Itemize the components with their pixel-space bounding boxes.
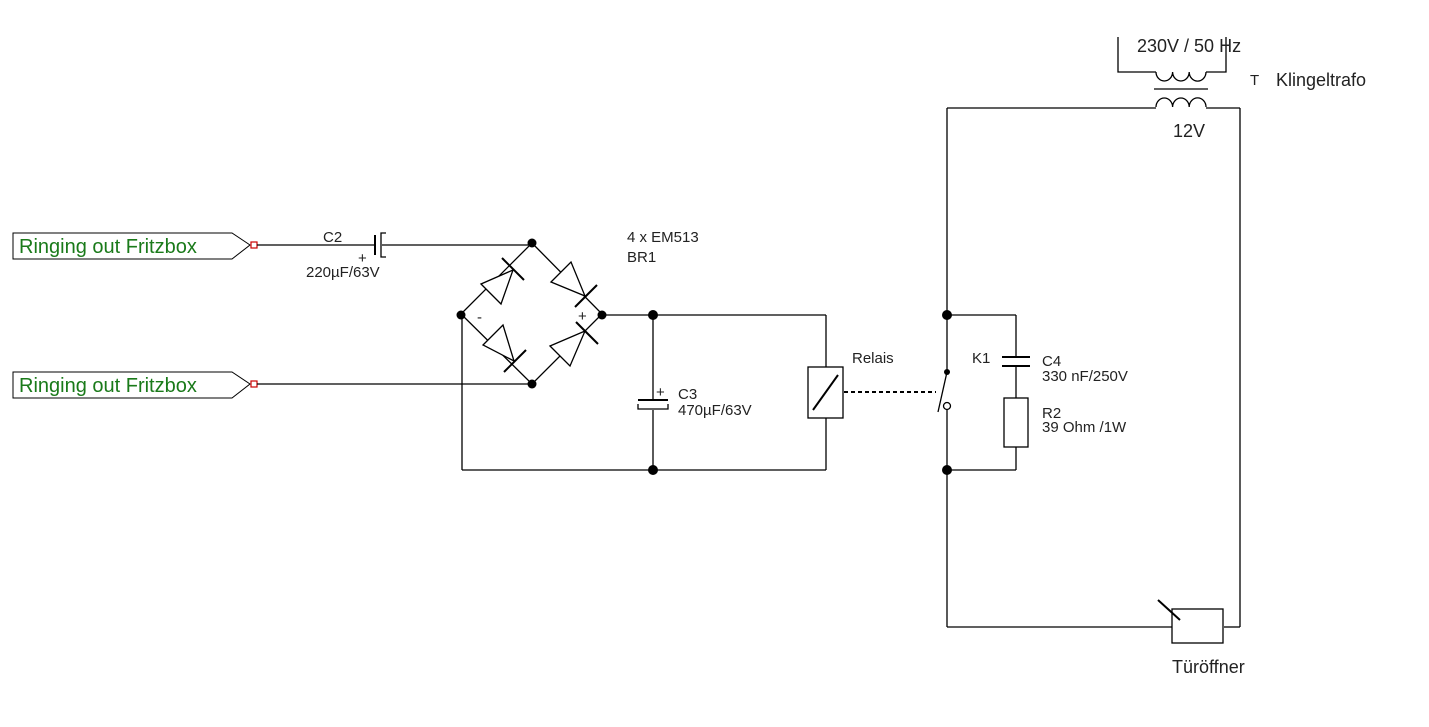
k1-name: K1 xyxy=(972,350,990,367)
port-bottom-terminal xyxy=(250,380,258,388)
br1-type: 4 x EM513 xyxy=(627,229,699,246)
port-top: Ringing out Fritzbox xyxy=(12,232,258,260)
secondary-loop xyxy=(947,107,1241,628)
transformer-name: Klingeltrafo xyxy=(1276,70,1366,90)
relay-label: Relais xyxy=(852,350,894,367)
br1-minus: - xyxy=(477,309,482,326)
dc-wiring xyxy=(461,314,827,471)
br1-name: BR1 xyxy=(627,249,656,266)
transformer: 230V / 50 Hz T Klingeltrafo 12V xyxy=(1117,36,1366,141)
port-bottom-label: Ringing out Fritzbox xyxy=(19,375,197,397)
transformer-secondary: 12V xyxy=(1173,121,1205,141)
junction-dots xyxy=(456,238,952,475)
port-bottom: Ringing out Fritzbox xyxy=(12,371,258,399)
c3-value: 470µF/63V xyxy=(678,402,752,419)
capacitor-c4: C4 330 nF/250V xyxy=(1002,315,1128,398)
r2-name: R2 xyxy=(1042,405,1061,422)
transformer-primary: 230V / 50 Hz xyxy=(1137,36,1241,56)
c4-value: 330 nF/250V xyxy=(1042,368,1128,385)
port-top-label: Ringing out Fritzbox xyxy=(19,236,197,258)
door-opener-label: Türöffner xyxy=(1172,657,1245,677)
br1-plus: + xyxy=(578,308,587,325)
capacitor-c3: + C3 470µF/63V xyxy=(637,384,752,419)
port-top-terminal xyxy=(250,241,258,249)
relay-contact-k1: K1 xyxy=(937,108,1016,627)
transformer-designator: T xyxy=(1250,72,1259,89)
c2-value: 220µF/63V xyxy=(306,264,380,281)
capacitor-c2: C2 + 220µF/63V xyxy=(257,229,532,281)
c3-name: C3 xyxy=(678,386,697,403)
c2-name: C2 xyxy=(323,229,342,246)
c4-name: C4 xyxy=(1042,353,1061,370)
c3-polarity: + xyxy=(656,384,665,401)
c2-polarity: + xyxy=(358,250,367,267)
door-opener: Türöffner xyxy=(1157,599,1245,677)
r2-value: 39 Ohm /1W xyxy=(1042,419,1127,436)
resistor-r2: R2 39 Ohm /1W xyxy=(1003,397,1127,470)
relay-coil: Relais xyxy=(807,350,936,419)
bridge-rectifier-br1: - + 4 x EM513 BR1 xyxy=(460,229,699,385)
